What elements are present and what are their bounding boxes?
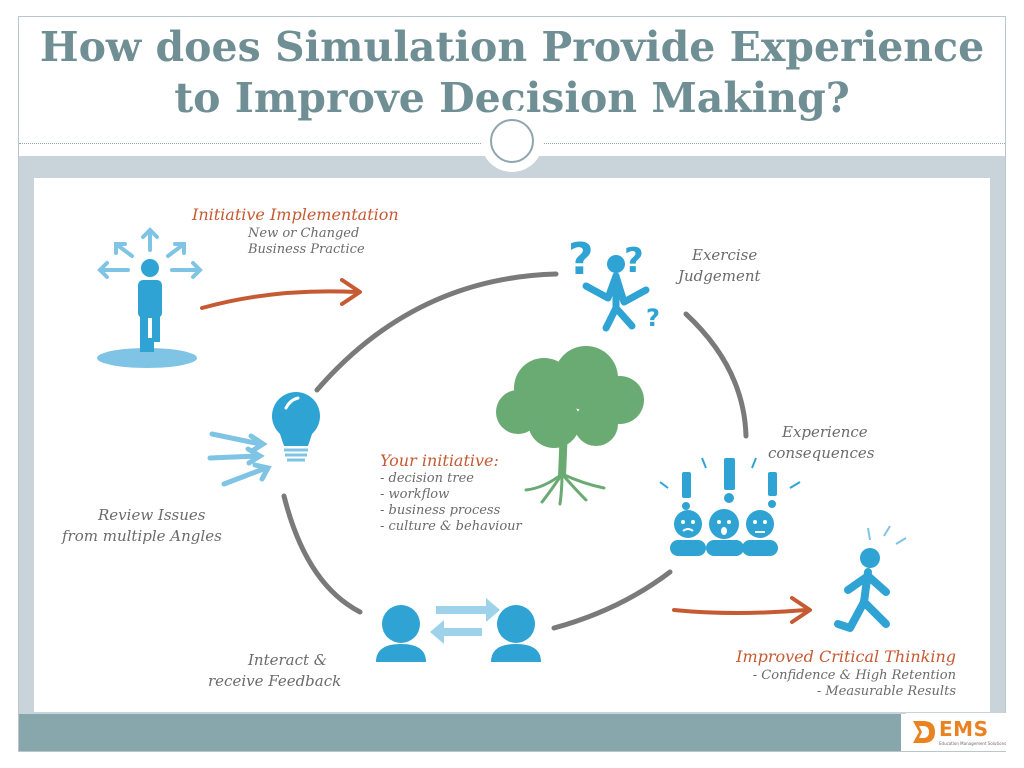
slide-title: How does Simulation Provide Experience t… [30, 22, 994, 124]
feedback-line-2: receive Feedback [208, 672, 342, 690]
ems-logo-tagline: Education Management Solutions [939, 741, 1007, 746]
faces-exclamation-icon [659, 457, 801, 556]
judgement-line-2: Judgement [678, 267, 761, 285]
review-line-2: from multiple Angles [62, 527, 222, 545]
arc-bottom-left [281, 493, 363, 615]
consequences-line-1: Experience [782, 423, 868, 441]
orange-arrow-top [200, 278, 362, 310]
divider-ring-inner [490, 119, 534, 163]
tree-icon [496, 346, 644, 506]
ems-logo: EMS Education Management Solutions [906, 713, 1006, 751]
implementation-line-1: New or Changed [248, 226, 360, 241]
feedback-line-1: Interact & [248, 651, 328, 669]
arc-right [683, 311, 749, 439]
title-line-1: How does Simulation Provide Experience [39, 23, 985, 71]
consequences-line-2: consequences [768, 444, 875, 462]
two-people-feedback-icon [376, 598, 541, 662]
center-item: - workflow [380, 487, 450, 502]
footer-bar [19, 714, 901, 751]
implementation-heading: Initiative Implementation [192, 205, 399, 224]
diagram-graphic: ? ? ? [97, 227, 907, 662]
center-item: - decision tree [380, 471, 474, 486]
lightbulb-icon [207, 392, 320, 487]
center-heading: Your initiative: [380, 451, 499, 470]
cycle-arcs [281, 271, 749, 631]
orange-arrow-bottom [672, 596, 812, 624]
walking-person-icon [834, 525, 907, 632]
thinking-line-2: - Measurable Results [816, 684, 956, 699]
implementation-line-2: Business Practice [248, 242, 365, 257]
ems-logo-text: EMS [939, 717, 989, 741]
svg-text:?: ? [624, 241, 644, 281]
svg-text:?: ? [568, 234, 594, 285]
ems-logo-mark-icon [913, 721, 935, 743]
question-person-icon: ? ? ? [568, 234, 660, 332]
judgement-line-1: Exercise [692, 246, 758, 264]
arc-bottom-right [551, 569, 673, 631]
person-implementation-icon [97, 227, 203, 368]
diagram-panel: ? ? ? [34, 178, 990, 712]
center-item: - culture & behaviour [380, 519, 522, 534]
arc-top [314, 271, 559, 393]
center-item: - business process [380, 503, 501, 518]
review-line-1: Review Issues [98, 506, 206, 524]
thinking-line-1: - Confidence & High Retention [752, 668, 956, 683]
svg-text:?: ? [646, 304, 660, 332]
thinking-heading: Improved Critical Thinking [736, 647, 956, 666]
